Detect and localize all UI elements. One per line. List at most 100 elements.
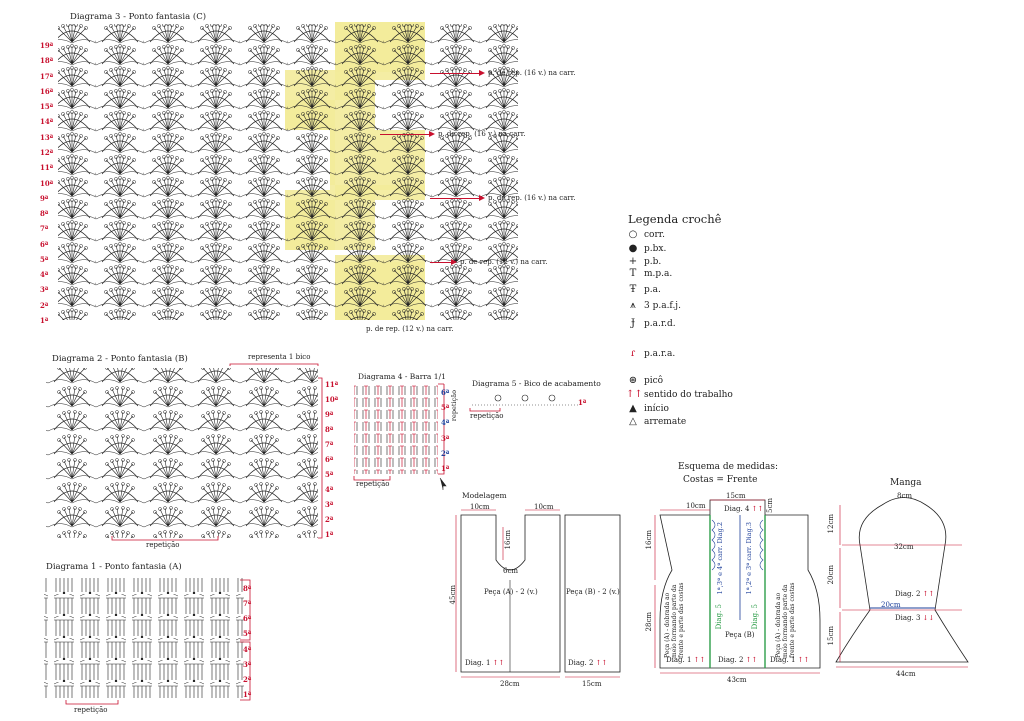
esquema-left-height: 16cm <box>645 530 653 550</box>
row-number: 15ª <box>40 102 54 112</box>
manga-mid-height: 20cm <box>827 565 835 585</box>
work-direction-icon: ↑↑ <box>492 659 505 667</box>
legend-label: corr. <box>644 229 665 240</box>
row-number: 4ª <box>441 418 450 428</box>
legend-item: ●p.bx. <box>626 243 667 254</box>
row-number: 5ª <box>40 254 49 264</box>
esquema-diag5a: Diag. 5 <box>715 604 723 630</box>
esquema-top: 15cm <box>726 492 746 500</box>
manga-bottom-height: 15cm <box>827 626 835 646</box>
diagram-3-rep-label-4: p. de rep. (12 v.) na carr. <box>460 258 548 266</box>
legend-label: 3 p.a.f.j. <box>644 300 681 311</box>
work-direction-icon: ↑↑ <box>595 659 608 667</box>
row-number: 16ª <box>40 86 54 96</box>
row-number: 12ª <box>40 147 54 157</box>
esquema-diag4: Diag. 4 ↑↑ <box>724 505 764 513</box>
modelagem-neck-width: 6cm <box>503 567 519 575</box>
legend-label: início <box>644 403 669 414</box>
row-number: 3ª <box>40 285 49 295</box>
picot-icon: ⊛ <box>628 375 638 386</box>
start-icon: ▲ <box>629 403 637 414</box>
work-direction-icon: ↑↑ <box>693 656 706 664</box>
row-number: 3ª <box>325 500 334 509</box>
diagram-3-rep-label-1: p. de rep. (16 v.) na carr. <box>488 69 576 77</box>
row-number: 4ª <box>40 270 49 280</box>
diagram-2-title: Diagrama 2 - Ponto fantasia (B) <box>52 354 188 364</box>
row-number: 3ª <box>441 433 450 443</box>
legend-item: △arremate <box>626 416 686 427</box>
manga-title: Manga <box>890 478 922 488</box>
esquema-drawing <box>654 499 821 674</box>
work-direction-down-icon: ↓↓ <box>922 614 935 622</box>
legend-item: ↑↑sentido do trabalho <box>626 389 733 400</box>
row-number: 7ª <box>325 440 334 449</box>
esquema-width: 43cm <box>727 676 747 684</box>
esquema-diag-mid: Diag. 2 ↑↑ <box>718 656 758 664</box>
modelagem-piece-b: Peça (B) - 2 (v.) <box>566 588 620 596</box>
manga-diag2: Diag. 2 ↑↑ <box>895 590 935 598</box>
work-direction-icon: ↑↑ <box>751 505 764 513</box>
esquema-shoulder: 5cm <box>766 498 774 514</box>
modelagem-diag-a: Diag. 1 ↑↑ <box>465 659 505 667</box>
legend-label: picô <box>644 375 664 386</box>
diagram-5-chart <box>469 394 578 412</box>
row-number: 10ª <box>325 395 339 404</box>
modelagem-top-right: 10cm <box>534 503 554 511</box>
row-number: 6ª <box>441 388 450 397</box>
legend-item: ▲ início <box>626 403 669 414</box>
cluster-icon: ⩚ <box>630 300 636 311</box>
work-direction-icon: ↑↑ <box>922 590 935 598</box>
diagram-3-rep-label-2: p. de rep. (16 v.) na carr. <box>438 130 526 138</box>
manga-mid-width: 32cm <box>894 543 914 551</box>
row-number: 2ª <box>325 515 334 524</box>
chain-icon: ○ <box>628 229 638 240</box>
row-number: 6ª <box>243 614 252 624</box>
legend-label: p.bx. <box>644 243 667 254</box>
front-post-icon: Ɉ <box>630 318 635 329</box>
diagram-2-repeat: repetição <box>146 541 180 549</box>
repeat-arrow <box>380 131 435 137</box>
row-number: 17ª <box>40 71 54 81</box>
modelagem-height: 45cm <box>449 585 457 605</box>
modelagem-width-a: 28cm <box>500 680 520 688</box>
row-number: 18ª <box>40 56 54 66</box>
row-number: 11ª <box>40 163 54 173</box>
row-number: 9ª <box>40 193 49 203</box>
row-number: 2ª <box>441 448 450 458</box>
work-direction-icon: ↑↑ <box>626 389 643 400</box>
work-direction-icon: ↑↑ <box>745 656 758 664</box>
legend-item: ○ corr. <box>626 229 665 240</box>
diagram-1-title: Diagrama 1 - Ponto fantasia (A) <box>46 562 182 572</box>
row-number: 8ª <box>325 425 334 434</box>
double-crochet-icon: Ŧ <box>629 284 637 295</box>
esquema-piece-b: Peça (B) <box>725 631 755 639</box>
esquema-piece-a-right: Peça (A) - dobrada ao meio formando part… <box>775 582 796 658</box>
esquema-title: Esquema de medidas: <box>678 462 779 472</box>
row-number: 3ª <box>243 659 252 669</box>
row-number: 5ª <box>243 629 252 639</box>
row-number: 5ª <box>325 470 334 479</box>
row-number: 8ª <box>40 209 49 219</box>
esquema-subtitle: Costas = Frente <box>683 475 758 485</box>
row-number: 6ª <box>40 239 49 249</box>
diagram-4-repeat: repetição <box>356 480 390 488</box>
diagram-5-repeat: repetição <box>470 412 504 420</box>
single-crochet-icon: + <box>628 256 638 267</box>
repeat-arrow <box>430 70 485 76</box>
manga-cuff-width: 20cm <box>881 601 901 609</box>
diagram-1-repeat: repetição <box>74 706 108 714</box>
row-number: 2ª <box>243 674 252 684</box>
modelagem-width-b: 15cm <box>582 680 602 688</box>
repeat-arrow <box>430 195 485 201</box>
esquema-diag-right: Diag. 1 ↑↑ <box>770 656 810 664</box>
back-post-icon: ɾ <box>630 348 636 359</box>
legend-label: p.a. <box>644 284 661 295</box>
diagram-3-rep-label-3: p. de rep. (16 v.) na carr. <box>488 194 576 202</box>
manga-top: 8cm <box>897 492 913 500</box>
esquema-mid-height: 28cm <box>645 612 653 632</box>
row-number: 5ª <box>441 403 450 413</box>
esquema-diag3-text: 1ª,2ª e 3ª carr. Diag.3 <box>745 522 753 595</box>
modelagem-title: Modelagem <box>462 491 507 500</box>
esquema-diag2-text: 1ª,3ª e 4ª carr. Diag.2 <box>716 522 724 595</box>
